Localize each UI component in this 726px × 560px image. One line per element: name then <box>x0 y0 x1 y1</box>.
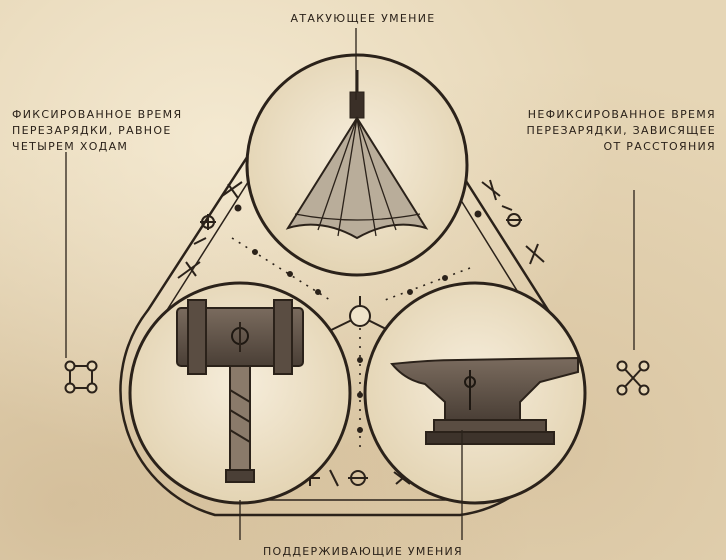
x-cross-nodes-icon <box>618 362 649 395</box>
square-nodes-icon <box>66 362 97 393</box>
support-slot-left <box>130 283 350 503</box>
support-slot-right <box>365 283 585 503</box>
attack-slot <box>247 55 467 275</box>
left-band-runes <box>178 182 242 278</box>
